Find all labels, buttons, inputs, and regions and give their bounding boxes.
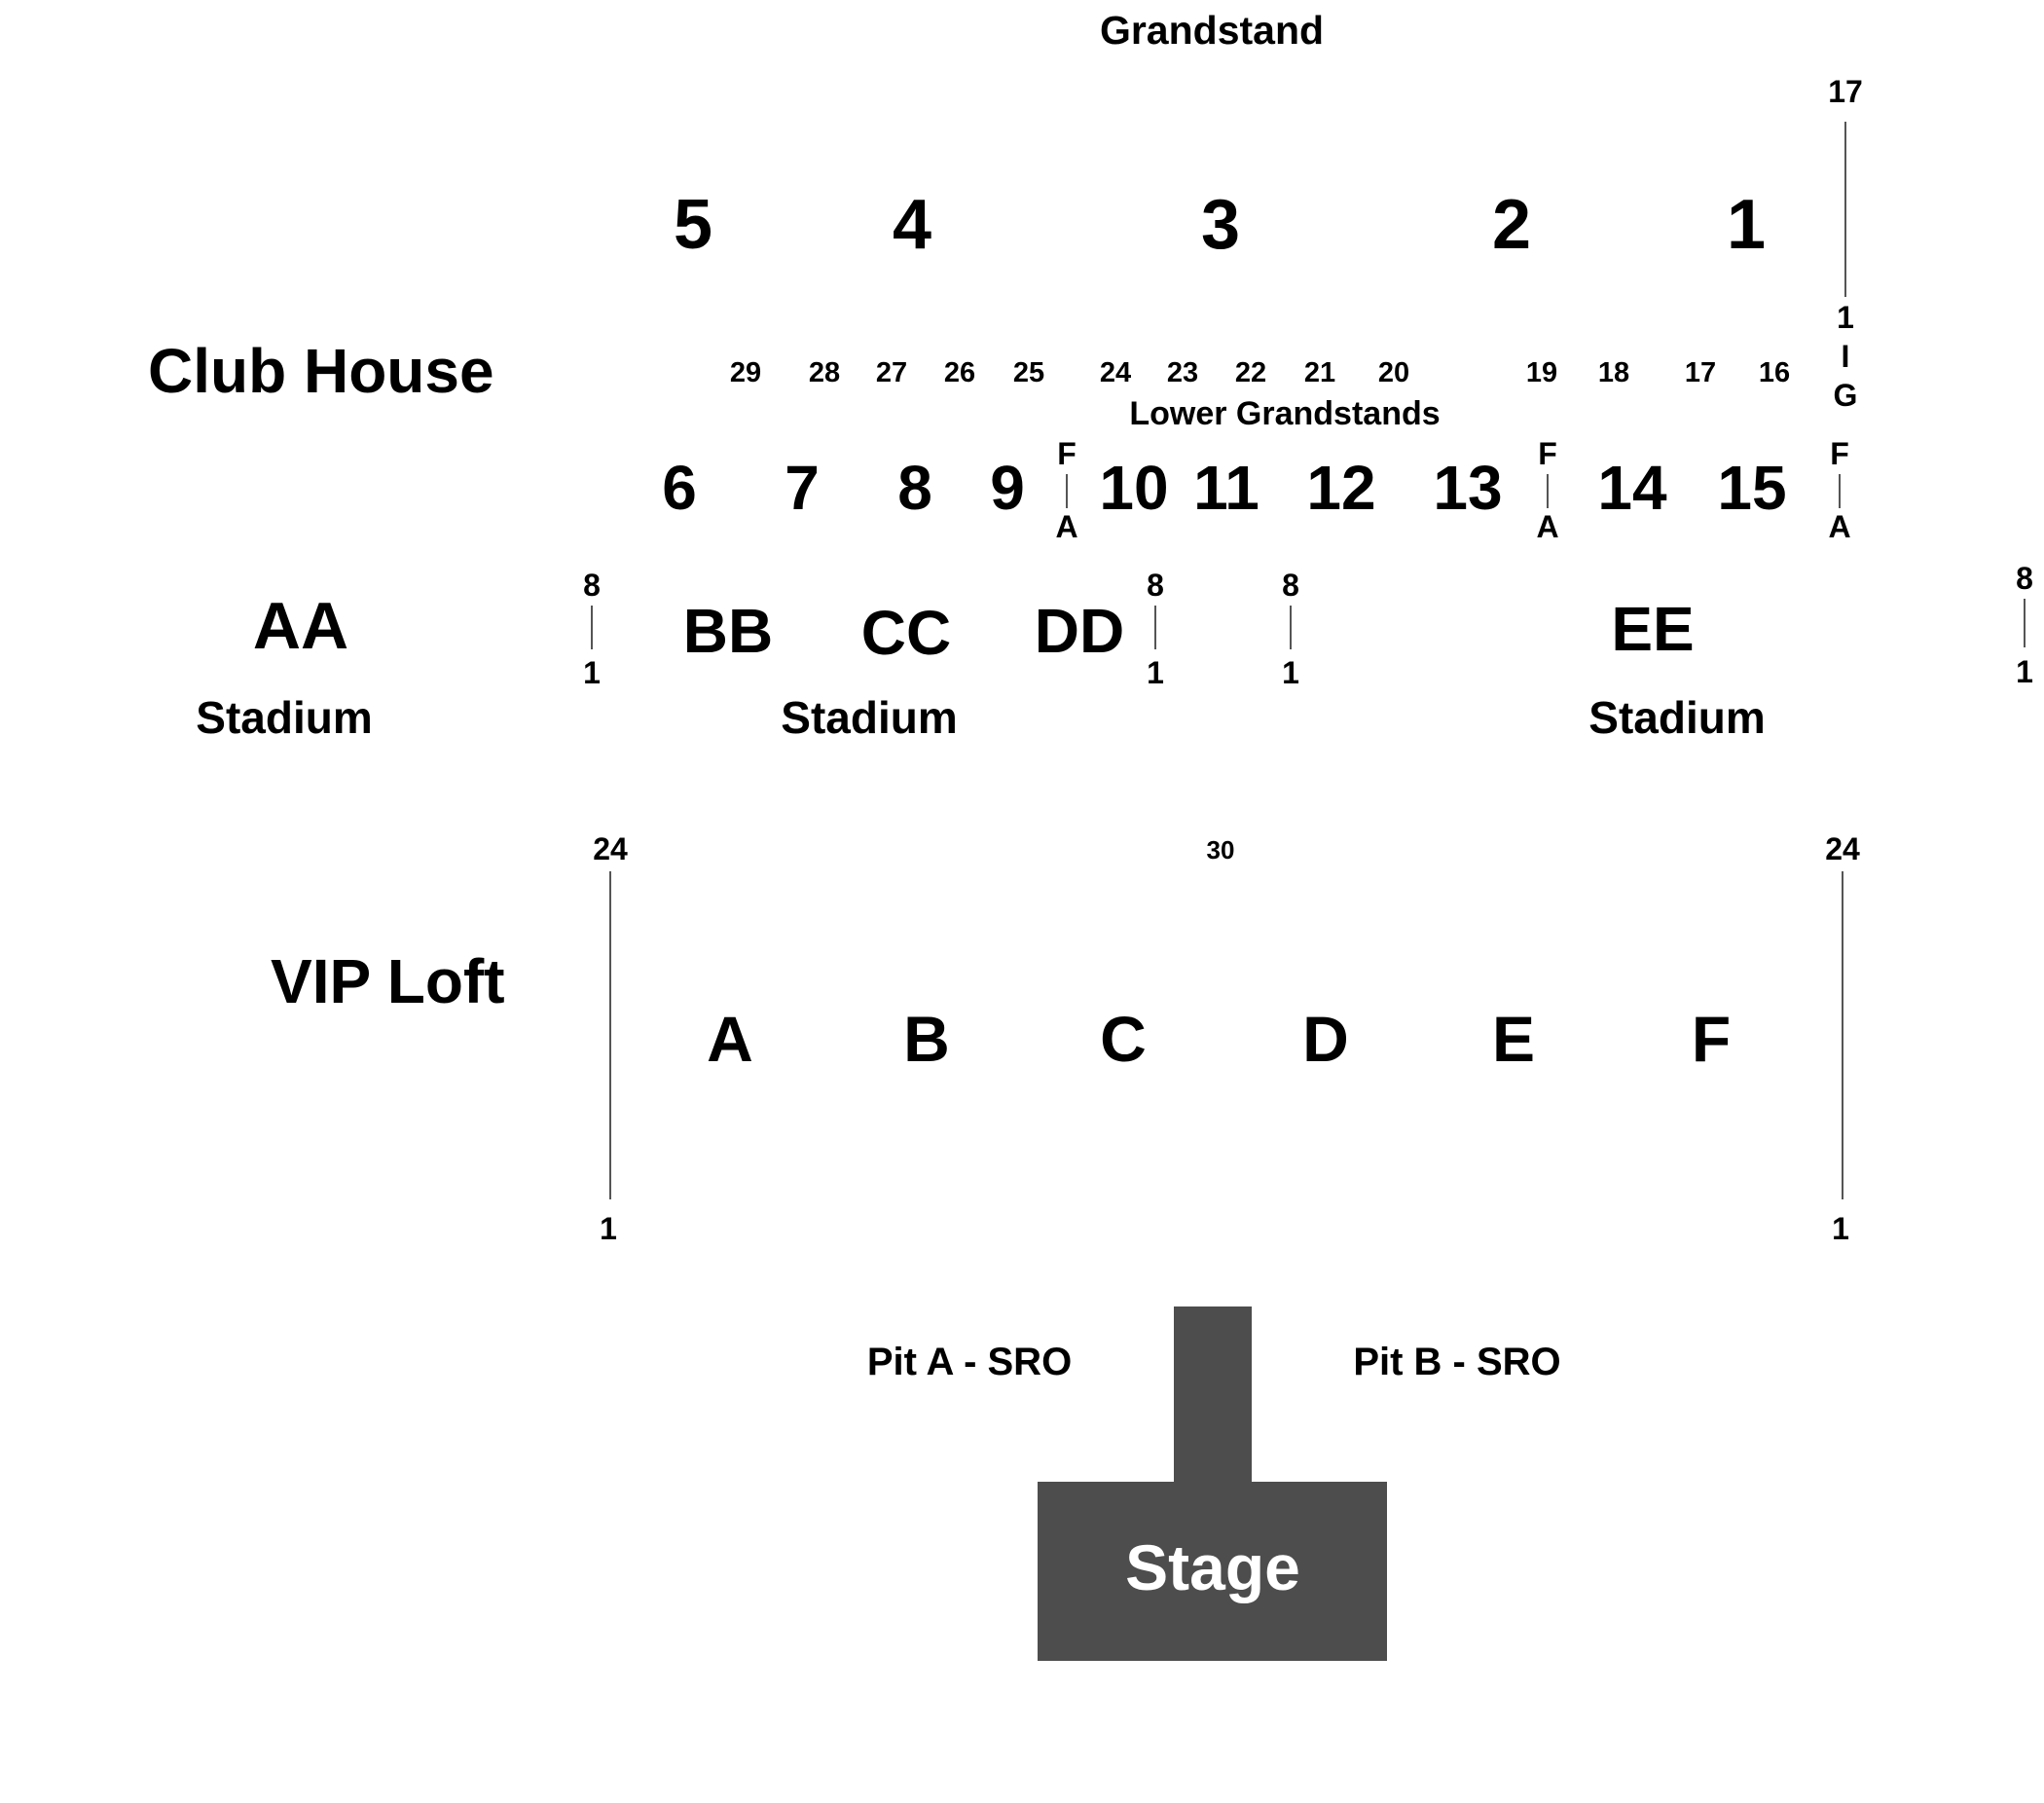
grandstand-section[interactable]: 5 xyxy=(674,186,712,264)
row-letter-bottom: A xyxy=(1536,509,1558,544)
row-number-top: 8 xyxy=(2016,561,2033,596)
row-number-top: 8 xyxy=(1147,568,1164,603)
stadium-label: Stadium xyxy=(781,692,957,743)
lower-grandstand-section[interactable]: 14 xyxy=(1597,453,1667,523)
vip-section[interactable]: B xyxy=(903,1003,950,1075)
stadium-section[interactable]: EE xyxy=(1611,594,1694,664)
club-house-label[interactable]: Club House xyxy=(148,336,494,406)
lower-grandstands-label: Lower Grandstands xyxy=(1129,395,1440,432)
stage-runway xyxy=(1174,1306,1252,1484)
row-number-bottom: 1 xyxy=(600,1211,617,1246)
box-number[interactable]: 19 xyxy=(1526,357,1557,388)
row-number-bottom: 1 xyxy=(1147,655,1164,690)
vip-section[interactable]: E xyxy=(1492,1003,1535,1075)
row-number-top: 17 xyxy=(1828,74,1863,109)
row-letter-bottom: A xyxy=(1055,509,1077,544)
grandstand-section[interactable]: 1 xyxy=(1727,186,1766,264)
lower-grandstand-section[interactable]: 9 xyxy=(990,453,1025,523)
grandstand-section[interactable]: 3 xyxy=(1201,186,1240,264)
lower-grandstand-section[interactable]: 6 xyxy=(662,453,697,523)
vip-section[interactable]: F xyxy=(1692,1003,1731,1075)
box-number[interactable]: 21 xyxy=(1304,357,1335,388)
grandstand-section[interactable]: 4 xyxy=(893,186,931,264)
stadium-section[interactable]: AA xyxy=(253,589,348,663)
lower-grandstand-section[interactable]: 10 xyxy=(1099,453,1168,523)
row-number-bottom: 1 xyxy=(583,655,601,690)
row-letter-bottom: A xyxy=(1828,509,1850,544)
row-number-bottom: 1 xyxy=(2016,654,2033,689)
row-number-bottom: 1 xyxy=(1832,1211,1849,1246)
stadium-label: Stadium xyxy=(1588,692,1765,743)
row-number-top: 24 xyxy=(593,831,628,866)
lower-grandstand-section[interactable]: 11 xyxy=(1193,453,1259,523)
row-letter-top: F xyxy=(1057,436,1077,471)
box-number[interactable]: 16 xyxy=(1759,357,1790,388)
pit-b-label[interactable]: Pit B - SRO xyxy=(1353,1341,1560,1383)
vip-center-number: 30 xyxy=(1207,835,1235,865)
box-number[interactable]: 22 xyxy=(1235,357,1266,388)
stadium-section[interactable]: BB xyxy=(683,596,773,666)
box-number[interactable]: 25 xyxy=(1013,357,1044,388)
box-number[interactable]: 20 xyxy=(1378,357,1409,388)
lower-grandstand-section[interactable]: 15 xyxy=(1717,453,1786,523)
box-number[interactable]: 27 xyxy=(876,357,907,388)
pit-a-label[interactable]: Pit A - SRO xyxy=(867,1341,1072,1383)
lower-grandstand-section[interactable]: 8 xyxy=(897,453,932,523)
grandstand-section[interactable]: 2 xyxy=(1492,186,1531,264)
stadium-section[interactable]: DD xyxy=(1035,596,1124,666)
box-number[interactable]: 23 xyxy=(1167,357,1198,388)
row-letter-top: F xyxy=(1538,436,1557,471)
lower-grandstand-section[interactable]: 12 xyxy=(1306,453,1375,523)
row-number-top: 8 xyxy=(583,568,601,603)
stadium-section[interactable]: CC xyxy=(861,598,951,668)
lower-grandstand-section[interactable]: 13 xyxy=(1433,453,1502,523)
grandstand-title: Grandstand xyxy=(1100,8,1324,53)
stage-platform[interactable] xyxy=(1038,1482,1387,1661)
vip-section[interactable]: A xyxy=(707,1003,753,1075)
stage-label: Stage xyxy=(1125,1531,1300,1603)
stadium-label: Stadium xyxy=(196,692,372,743)
box-number[interactable]: 17 xyxy=(1685,357,1716,388)
row-letter: I xyxy=(1842,339,1850,374)
box-number[interactable]: 26 xyxy=(944,357,975,388)
box-number[interactable]: 18 xyxy=(1598,357,1629,388)
row-letter: G xyxy=(1834,378,1858,413)
lower-grandstand-section[interactable]: 7 xyxy=(785,453,820,523)
row-letter-top: F xyxy=(1830,436,1849,471)
row-number-top: 8 xyxy=(1282,568,1299,603)
row-number-top: 24 xyxy=(1825,831,1860,866)
row-number-bottom: 1 xyxy=(1837,300,1854,335)
row-number-bottom: 1 xyxy=(1282,655,1299,690)
box-number[interactable]: 28 xyxy=(809,357,840,388)
vip-loft-label[interactable]: VIP Loft xyxy=(271,946,505,1016)
vip-section[interactable]: C xyxy=(1100,1003,1147,1075)
box-number[interactable]: 24 xyxy=(1100,357,1131,388)
vip-section[interactable]: D xyxy=(1302,1003,1349,1075)
box-number[interactable]: 29 xyxy=(730,357,761,388)
